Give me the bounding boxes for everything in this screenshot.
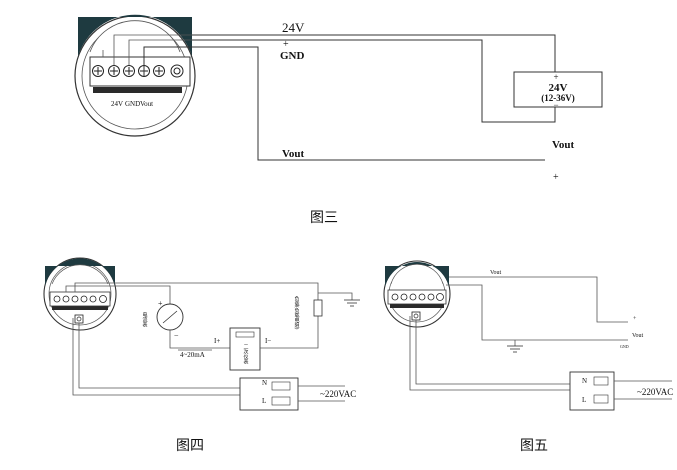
figure-5: Vout + Vout GND N L ~220VAC 图五 — [383, 260, 673, 454]
fig3-supply-plus: + — [553, 72, 558, 82]
fig3-term-vout: Vout — [140, 100, 153, 108]
fig5-transmitter-head — [383, 260, 451, 328]
fig3-wire-vout: Vout — [282, 148, 305, 160]
fig4-current: 4~20mA — [180, 351, 205, 359]
fig4-terminal-screws — [53, 295, 107, 303]
fig4-meter-label: 电流表 — [142, 311, 148, 328]
fig4-load-label: 负载(负载电阻) — [294, 295, 300, 329]
fig5-terminal-screws — [391, 293, 444, 301]
fig4-ac-label: ~220VAC — [320, 389, 356, 399]
fig3-vout-plus: + — [553, 172, 559, 183]
fig3-terminal-screws — [92, 64, 184, 78]
figure-4: + − 电流表 4~20mA 二次仪表 I+ I− 负载(负载电阻) N L ~… — [43, 257, 360, 454]
fig5-n-label: N — [582, 377, 587, 385]
fig5-vout-right: Vout — [632, 333, 644, 339]
fig5-l-label: L — [582, 396, 586, 404]
fig5-vout-top: Vout — [490, 270, 502, 276]
fig3-power-supply — [513, 71, 603, 108]
fig4-ground-icon — [344, 299, 360, 307]
fig4-caption: 图四 — [176, 438, 204, 454]
fig3-vout-right: Vout — [552, 139, 575, 151]
fig4-n-label: N — [262, 379, 267, 387]
fig4-load-resistor — [313, 299, 323, 317]
fig4-meter-plus: + — [158, 299, 163, 308]
fig3-supply-voltage: 24V — [549, 82, 568, 94]
fig3-wire-24v: 24V — [282, 20, 305, 35]
figure-3: 24V GND Vout 24V + GND + 24V (12-36V) − … — [74, 14, 603, 226]
fig3-wire-plus: + — [283, 39, 289, 50]
fig5-gnd-right: GND — [620, 344, 629, 349]
fig3-term-24v: 24V — [111, 100, 123, 108]
fig5-plus: + — [633, 316, 637, 322]
fig5-ground-icon — [507, 345, 523, 353]
fig3-caption: 图三 — [310, 210, 338, 226]
fig3-wire-gnd: GND — [280, 50, 305, 62]
fig4-i-minus: I− — [265, 337, 271, 345]
fig3-transmitter-head: 24V GND Vout — [74, 14, 196, 137]
fig3-supply-range: (12-36V) — [541, 93, 575, 103]
fig4-i-plus: I+ — [214, 337, 220, 345]
fig4-meter-minus: − — [174, 331, 179, 340]
fig5-caption: 图五 — [520, 438, 548, 454]
fig3-supply-minus: − — [553, 100, 558, 110]
fig4-l-label: L — [262, 397, 266, 405]
fig3-term-gnd: GND — [125, 100, 140, 108]
fig5-ac-label: ~220VAC — [637, 387, 673, 397]
fig4-transmitter-head — [43, 257, 117, 331]
fig4-secondary-label: 二次仪表 — [243, 344, 249, 365]
